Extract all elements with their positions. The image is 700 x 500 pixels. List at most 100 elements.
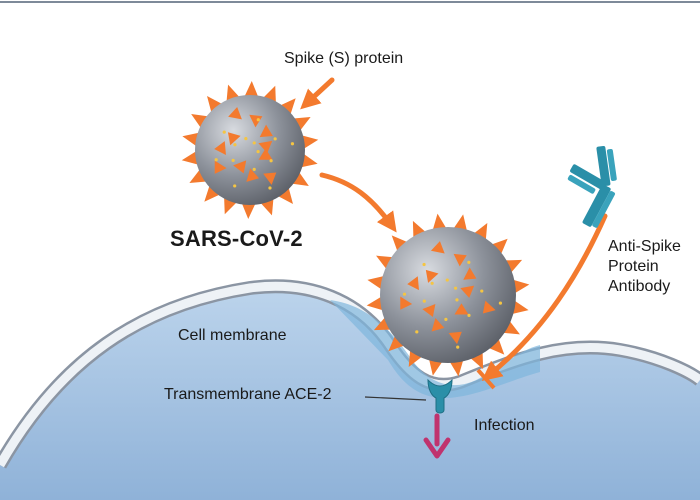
surface-spike xyxy=(228,107,242,120)
infection-label: Infection xyxy=(474,417,535,434)
surface-dot xyxy=(444,317,448,321)
surface-dot xyxy=(430,281,434,285)
spike-protein xyxy=(189,169,207,183)
cell-membrane-label: Cell membrane xyxy=(178,327,287,344)
antibody-label-line2: Protein xyxy=(608,258,659,275)
surface-dot xyxy=(252,141,256,145)
surface-dot xyxy=(256,118,260,122)
surface-dot xyxy=(233,143,237,147)
spike-protein xyxy=(293,117,311,131)
surface-spike xyxy=(460,285,475,298)
antibody-label: Anti-Spike Protein Antibody xyxy=(608,237,681,297)
spike-pointer-arrow xyxy=(300,77,335,110)
surface-spike xyxy=(214,160,227,174)
spike-protein xyxy=(279,98,296,115)
surface-dot xyxy=(455,298,459,302)
surface-spike xyxy=(249,114,263,128)
spike-protein xyxy=(432,213,447,231)
spike-protein xyxy=(388,335,405,352)
spike-protein xyxy=(491,238,508,255)
surface-dot xyxy=(467,260,471,264)
infection-arrow xyxy=(423,413,451,459)
surface-spike xyxy=(482,300,496,314)
surface-dot xyxy=(256,150,260,154)
coronavirus-particle-icon xyxy=(181,81,319,219)
surface-spike xyxy=(258,140,273,154)
spike-protein xyxy=(191,113,209,129)
cell xyxy=(0,279,700,500)
surface-dot xyxy=(273,137,277,141)
virus-approach-arrow xyxy=(319,172,397,233)
surface-dot xyxy=(456,345,460,349)
spike-protein xyxy=(376,255,394,270)
surface-dot xyxy=(269,159,273,163)
spike-protein xyxy=(367,275,385,290)
surface-dot xyxy=(268,186,272,190)
virus-label: SARS-CoV-2 xyxy=(170,226,303,251)
spike-protein xyxy=(291,171,309,187)
block-bar xyxy=(476,368,496,390)
surface-spike xyxy=(453,253,467,267)
surface-dot xyxy=(422,299,426,303)
spike-protein xyxy=(504,259,523,274)
ace2-receptor-icon xyxy=(427,378,453,414)
arrows xyxy=(300,77,608,382)
spike-protein xyxy=(412,220,427,239)
spike-protein xyxy=(207,96,223,113)
spike-protein xyxy=(241,202,256,219)
surface-spike xyxy=(263,172,277,185)
spike-protein xyxy=(512,279,530,294)
surface-spike xyxy=(448,331,462,345)
spike-protein xyxy=(391,235,408,252)
surface-dot xyxy=(290,142,295,146)
surface-dot xyxy=(233,184,237,188)
surface-spike xyxy=(422,304,436,318)
y-shaped-antibody-icon xyxy=(567,145,617,228)
surface-spike xyxy=(227,132,241,146)
antibody-label-line1: Anti-Spike xyxy=(608,238,681,255)
spike-protein xyxy=(408,349,423,367)
spike-protein xyxy=(502,320,520,335)
spike-protein xyxy=(277,187,293,204)
spike-protein xyxy=(204,185,221,202)
spike-protein xyxy=(511,300,529,315)
surface-dot xyxy=(415,330,419,334)
spike-protein xyxy=(428,358,443,376)
receptor-label: Transmembrane ACE-2 xyxy=(164,386,332,403)
surface-spike xyxy=(425,269,439,283)
antibody-label-line3: Antibody xyxy=(608,278,671,295)
spike-protein xyxy=(301,135,319,150)
surface-dot xyxy=(480,289,484,293)
surface-dot xyxy=(402,292,407,296)
virus-body xyxy=(380,227,516,363)
spike-protein xyxy=(473,223,488,241)
surface-spike xyxy=(400,296,413,310)
surface-spike xyxy=(233,160,247,174)
virus-body xyxy=(195,95,305,205)
antibody-block-arrow xyxy=(481,213,608,382)
spike-protein xyxy=(181,150,199,165)
spike-protein xyxy=(373,316,392,331)
surface-spike xyxy=(258,148,273,160)
surface-dot xyxy=(445,278,449,282)
spike-protein xyxy=(300,153,318,168)
spike-protein xyxy=(453,214,468,232)
spike-protein xyxy=(366,296,384,311)
spike-protein-label: Spike (S) protein xyxy=(284,50,404,67)
surface-spike xyxy=(463,267,477,280)
surface-dot xyxy=(231,158,235,162)
surface-dot xyxy=(244,137,248,141)
surface-spike xyxy=(246,168,260,182)
cell-body xyxy=(0,286,700,500)
spike-protein xyxy=(244,81,259,98)
surface-spike xyxy=(407,276,419,291)
spike-protein xyxy=(182,132,200,147)
spike-protein xyxy=(488,338,505,355)
spike-protein xyxy=(469,351,484,370)
surface-dot xyxy=(467,313,471,317)
surface-spike xyxy=(431,318,445,332)
spike-protein xyxy=(449,359,464,377)
coronavirus-particle-icon xyxy=(366,213,530,377)
surface-dot xyxy=(252,167,256,171)
